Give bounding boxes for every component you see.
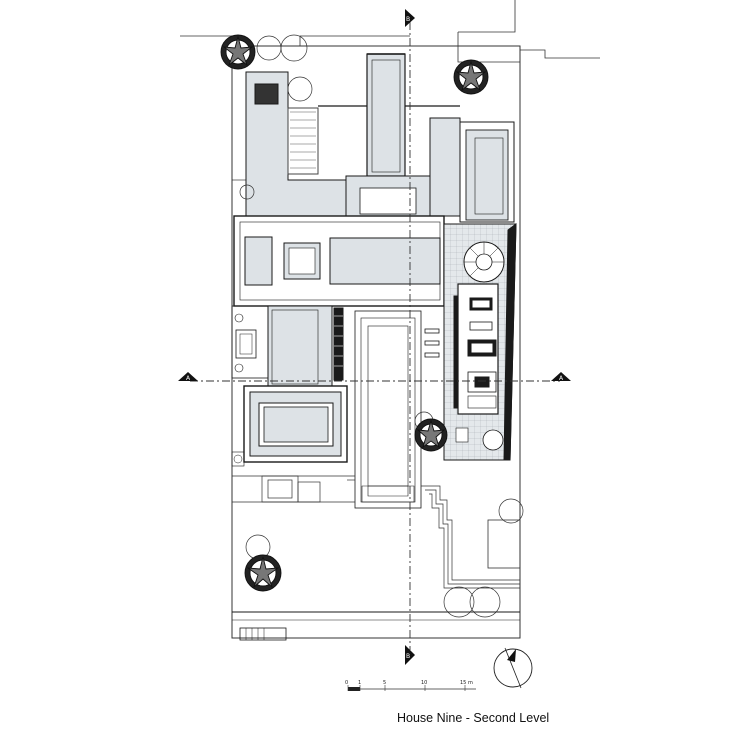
tree-icon <box>256 35 282 61</box>
central-tower <box>345 53 431 217</box>
scale-label: 15 m <box>460 680 473 686</box>
tree-icon <box>498 498 524 524</box>
shrub-icon <box>220 34 256 70</box>
section-lines <box>190 22 560 650</box>
svg-text:A: A <box>559 375 564 382</box>
bridge-block <box>233 215 445 307</box>
scale-label: 0 <box>345 680 348 686</box>
shrub-icon <box>244 554 282 592</box>
svg-text:A: A <box>186 375 191 382</box>
scale-bar: 0 1 5 10 15 m <box>345 680 476 691</box>
svg-text:B: B <box>406 16 410 23</box>
tree-icon <box>239 184 255 200</box>
living-pavilion <box>443 222 517 461</box>
trees <box>239 34 524 618</box>
stair-treads <box>290 111 316 169</box>
upper-right-wing <box>429 117 515 223</box>
section-marker-right: A <box>551 372 571 382</box>
scale-label: 10 <box>421 680 427 686</box>
shrub-icon <box>453 59 489 95</box>
plan-caption: House Nine - Second Level <box>397 711 550 725</box>
tree-icon <box>287 76 313 102</box>
section-marker-top: B <box>405 9 415 27</box>
bottom-terrace <box>232 611 520 641</box>
stair-icon <box>254 83 279 105</box>
leafy-trees <box>220 34 489 592</box>
scale-label: 5 <box>383 680 386 686</box>
scale-label: 1 <box>358 680 361 686</box>
svg-text:B: B <box>406 653 410 660</box>
section-marker-bottom: B <box>405 645 415 665</box>
tree-icon <box>469 586 501 618</box>
pavilion-steps <box>424 328 440 358</box>
tree-icon <box>280 34 308 62</box>
north-arrow-icon <box>493 647 533 689</box>
round-table-icon <box>482 429 504 451</box>
bath-icon <box>235 329 257 359</box>
lower-left-wing <box>231 305 348 467</box>
garden-path <box>232 475 521 589</box>
shrub-icon <box>414 418 448 452</box>
tree-icon <box>443 586 475 618</box>
central-court <box>354 310 422 509</box>
section-marker-left: A <box>178 372 198 382</box>
